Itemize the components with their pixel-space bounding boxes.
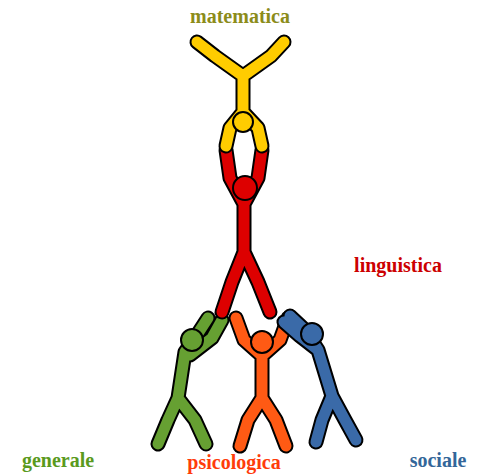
acrobat-figure <box>158 318 222 444</box>
acrobat-figure <box>236 318 288 446</box>
level-label: matematica <box>190 6 290 26</box>
acrobat-figure <box>197 42 284 146</box>
level-label: linguistica <box>354 255 442 275</box>
level-label: generale <box>22 450 94 470</box>
level-label: psicologica <box>187 452 280 472</box>
acrobat-figure <box>284 316 356 442</box>
level-label: sociale <box>410 450 467 470</box>
acrobat-figure <box>222 150 270 312</box>
